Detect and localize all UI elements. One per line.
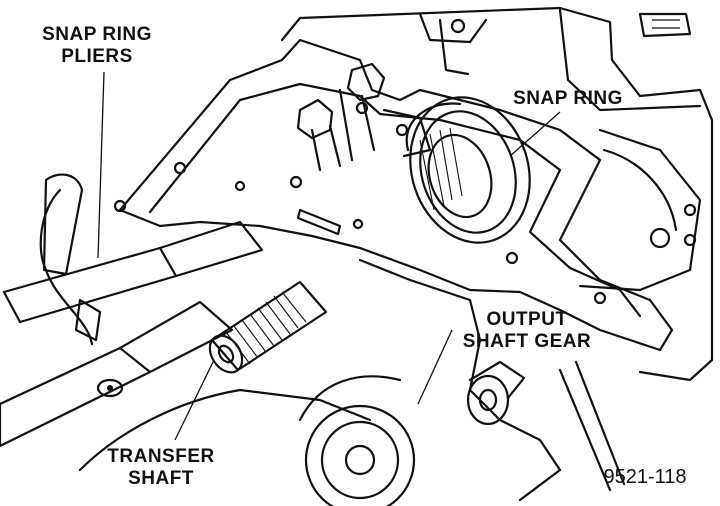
figure-number: 9521-118	[603, 466, 687, 488]
lower-case	[78, 258, 626, 506]
snap-ring-pliers	[0, 173, 264, 448]
callout-output-shaft-gear: OUTPUT SHAFT GEAR	[462, 309, 592, 353]
leader-snap-ring	[509, 111, 561, 157]
snap-ring-assembly	[405, 96, 531, 244]
callout-snap-ring-line1: SNAP RING	[513, 88, 623, 109]
leader-lines	[97, 71, 561, 441]
callout-transfer-shaft-line2: SHAFT	[128, 468, 194, 489]
callout-snap-ring-pliers: SNAP RING PLIERS	[22, 24, 172, 68]
case-housing	[280, 6, 714, 382]
callout-output-shaft-gear-line2: SHAFT GEAR	[462, 331, 592, 352]
callout-snap-ring-pliers-line1: SNAP RING	[42, 24, 152, 45]
callout-transfer-shaft-line1: TRANSFER	[107, 446, 215, 467]
callout-output-shaft-gear-line1: OUTPUT	[486, 309, 568, 330]
leader-transfer-shaft	[174, 359, 215, 441]
case-flange	[113, 38, 674, 352]
callout-snap-ring: SNAP RING	[498, 88, 638, 110]
leader-pliers	[97, 71, 105, 259]
transfer-shaft	[208, 280, 328, 374]
callout-transfer-shaft: TRANSFER SHAFT	[96, 446, 226, 490]
leader-output-gear	[417, 329, 453, 405]
callout-snap-ring-pliers-line2: PLIERS	[61, 46, 133, 67]
